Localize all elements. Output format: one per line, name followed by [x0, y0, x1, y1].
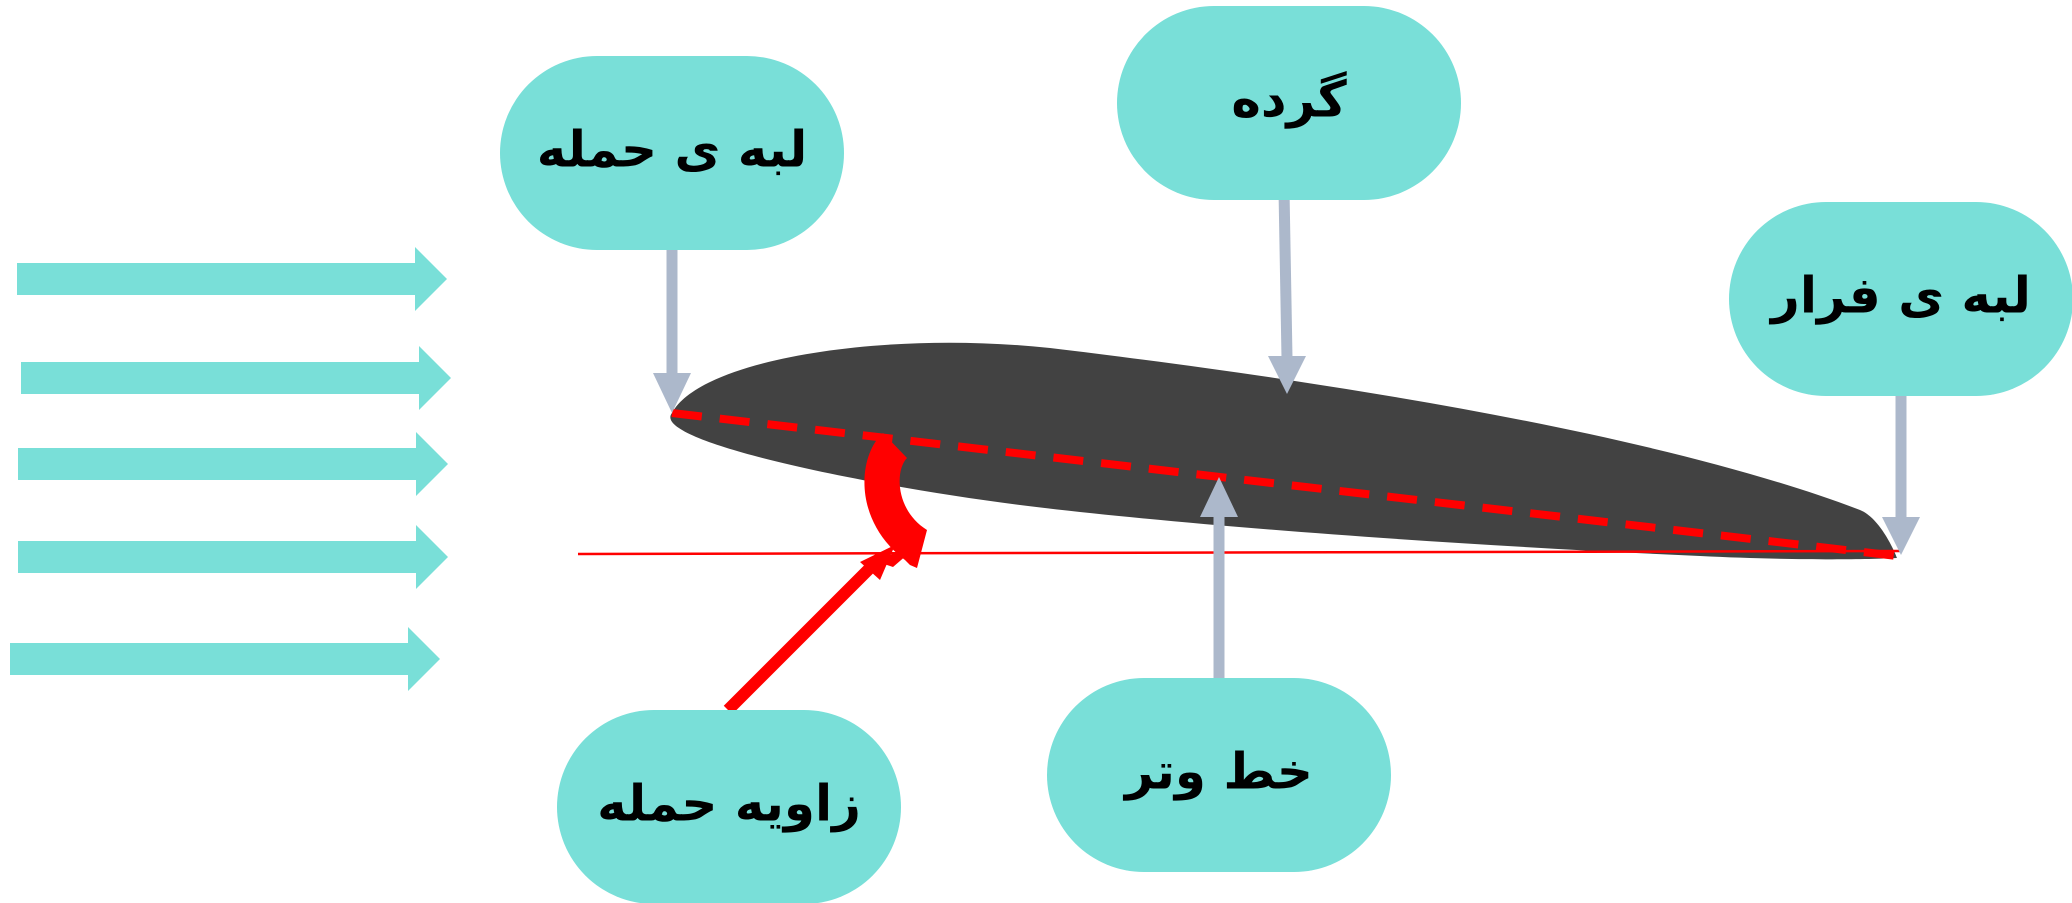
label-trailing-edge: لبه ی فرار — [1729, 202, 2072, 396]
flow-arrow — [21, 346, 451, 410]
label-angle-of-attack: زاویه حمله — [557, 710, 901, 903]
flow-arrows — [10, 247, 451, 691]
label-angle-of-attack-text: زاویه حمله — [597, 775, 861, 834]
angle-arc-indicator — [864, 433, 927, 568]
label-chord-line: خط وتر — [1047, 678, 1391, 872]
flow-arrow — [18, 525, 448, 589]
reference-line — [577, 549, 1901, 556]
label-camber: گرده — [1117, 6, 1461, 200]
pointer-arrows — [653, 189, 1920, 678]
flow-arrow — [10, 627, 440, 691]
angle-pointer-line — [723, 553, 885, 715]
flow-arrow — [18, 432, 448, 496]
label-leading-edge: لبه ی حمله — [500, 56, 844, 250]
flow-arrow — [17, 247, 447, 311]
angle-pointer-head — [860, 545, 895, 580]
label-chord-line-text: خط وتر — [1122, 743, 1313, 802]
label-camber-text: گرده — [1231, 71, 1347, 130]
label-leading-edge-text: لبه ی حمله — [537, 121, 807, 179]
label-trailing-edge-text: لبه ی فرار — [1768, 267, 2031, 326]
chord-line — [671, 409, 1898, 560]
airfoil-shape — [670, 342, 1897, 560]
